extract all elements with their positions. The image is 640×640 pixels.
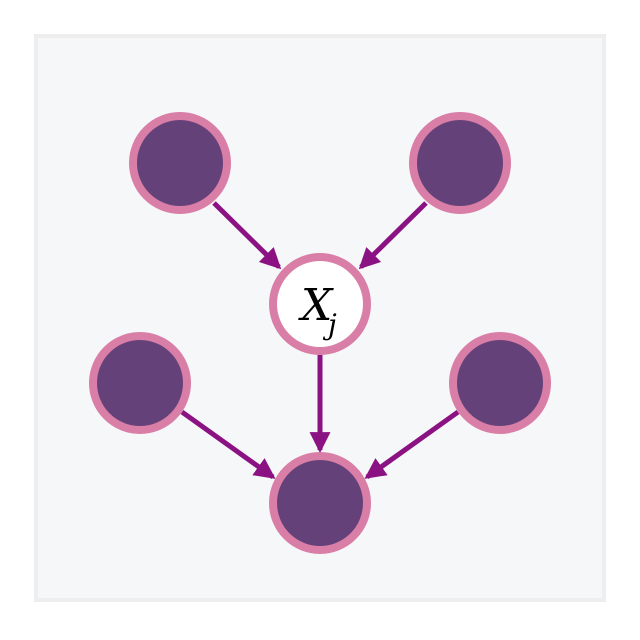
node-parent-right	[409, 112, 511, 214]
node-label-xj: X j	[298, 280, 337, 341]
edge-coparent-right-to-child	[364, 409, 460, 480]
edges	[180, 201, 460, 480]
edge-parent-left-to-xj	[212, 201, 282, 270]
edge-coparent-left-to-child	[180, 409, 276, 480]
node-center-xj	[269, 253, 371, 355]
node-coparent-left	[89, 332, 191, 434]
node-child-bottom	[269, 452, 371, 554]
nodes	[89, 112, 551, 554]
edge-parent-right-to-xj	[358, 201, 428, 270]
node-parent-left	[129, 112, 231, 214]
node-label-main: X	[298, 280, 334, 331]
node-coparent-right	[449, 332, 551, 434]
